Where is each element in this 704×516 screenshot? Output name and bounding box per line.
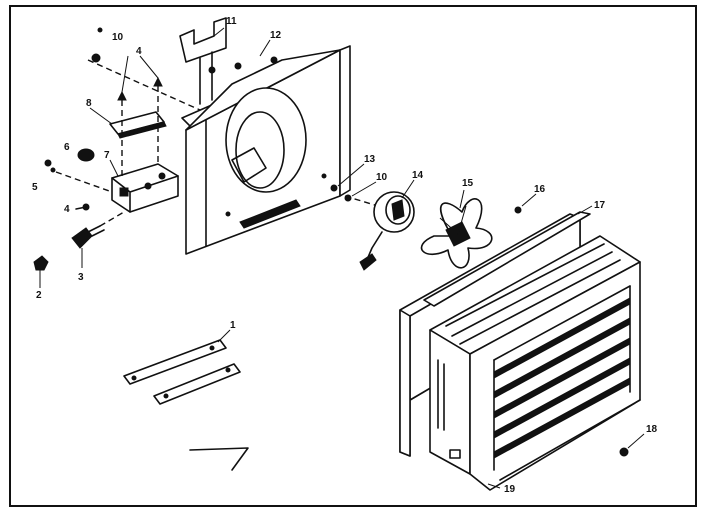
label-16: 16 bbox=[534, 184, 546, 195]
label-10-lower: 10 bbox=[376, 172, 388, 183]
label-19: 19 bbox=[504, 484, 516, 495]
label-13: 13 bbox=[364, 154, 376, 165]
part-7-control-housing bbox=[111, 163, 179, 213]
label-1: 1 bbox=[230, 320, 236, 331]
label-14: 14 bbox=[412, 170, 424, 181]
part-5-screw bbox=[44, 159, 56, 173]
label-4-lower: 4 bbox=[64, 204, 70, 215]
part-10-washer bbox=[344, 194, 352, 202]
front-grille-assembly bbox=[429, 235, 641, 491]
part-10-screw-upper bbox=[91, 27, 103, 63]
label-15: 15 bbox=[462, 178, 474, 189]
label-6: 6 bbox=[64, 142, 70, 153]
part-1-mounting-strips bbox=[123, 329, 241, 405]
label-3: 3 bbox=[78, 272, 84, 283]
diagram-frame bbox=[9, 5, 697, 507]
label-10-upper: 10 bbox=[112, 32, 124, 43]
grille-louvers bbox=[493, 285, 631, 471]
part-4-screws-upper bbox=[117, 55, 163, 101]
label-7: 7 bbox=[104, 150, 110, 161]
stray-mark bbox=[189, 447, 249, 471]
part-6-knob bbox=[77, 148, 95, 162]
part-8-plate bbox=[109, 111, 167, 139]
label-5: 5 bbox=[32, 182, 38, 193]
label-18: 18 bbox=[646, 424, 658, 435]
label-2: 2 bbox=[36, 290, 42, 301]
label-8: 8 bbox=[86, 98, 92, 109]
label-12: 12 bbox=[270, 30, 282, 41]
part-13-washer bbox=[330, 184, 338, 192]
part-2-terminal bbox=[33, 255, 49, 288]
part-14-motor bbox=[359, 191, 415, 271]
part-12-fan-shroud bbox=[185, 45, 351, 255]
part-labels: 1 2 3 4 4 5 6 7 8 10 10 11 12 13 14 15 1… bbox=[32, 16, 658, 495]
label-11: 11 bbox=[226, 16, 237, 27]
leader-lines bbox=[89, 27, 593, 489]
label-4-upper: 4 bbox=[136, 46, 142, 57]
part-4-screw-lower bbox=[75, 203, 90, 211]
part-3-connector bbox=[71, 225, 105, 268]
label-17: 17 bbox=[594, 200, 606, 211]
part-16-screw bbox=[514, 206, 522, 214]
part-18-screw bbox=[619, 433, 645, 457]
part-15-fan-blade bbox=[420, 198, 493, 269]
